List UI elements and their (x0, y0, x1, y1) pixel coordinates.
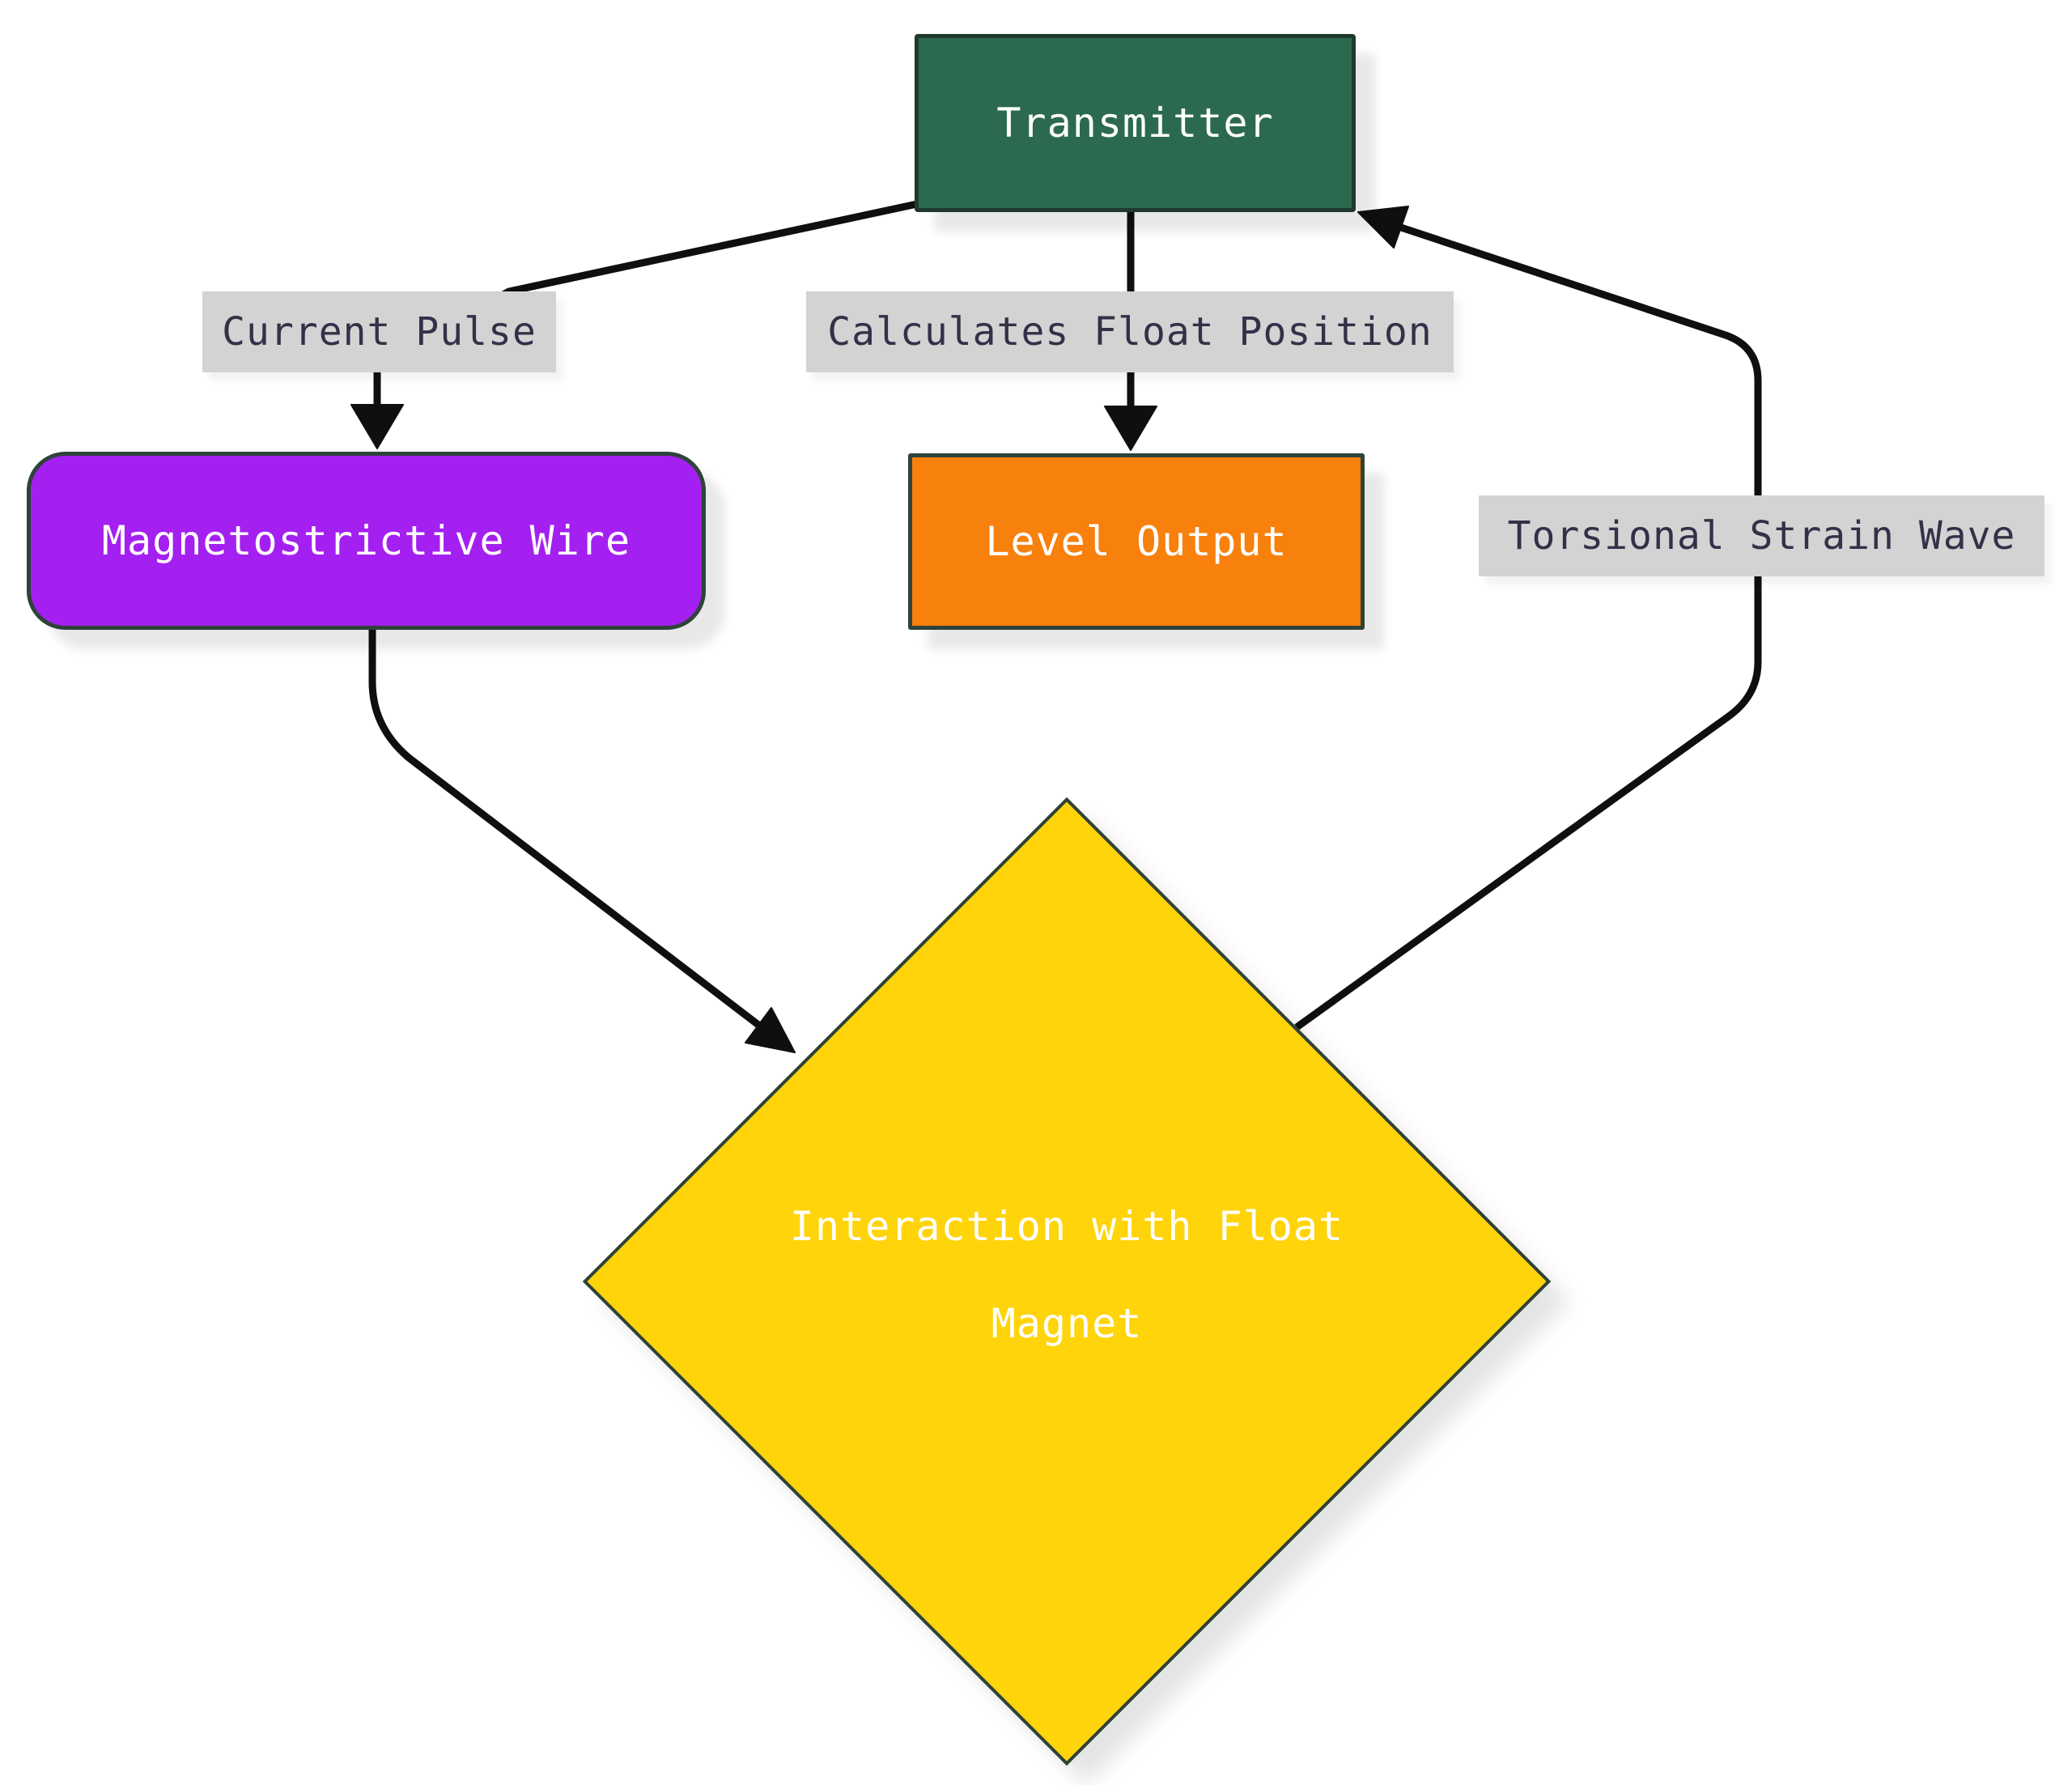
edge-label-current-pulse-text: Current Pulse (222, 309, 537, 355)
node-transmitter-label: Transmitter (996, 100, 1274, 147)
node-level-output-label: Level Output (985, 518, 1288, 565)
diamond-label-text: Interaction with Float Magnet (789, 1203, 1344, 1347)
node-interaction-float-magnet-label: Interaction with Float Magnet (759, 1178, 1374, 1372)
edge-label-calculates-float-position: Calculates Float Position (806, 291, 1454, 372)
node-level-output: Level Output (908, 453, 1365, 630)
arrowhead-diagonal-icon (745, 1007, 796, 1053)
node-magnetostrictive-wire-label: Magnetostrictive Wire (101, 517, 631, 564)
edge-label-calculates-float-position-text: Calculates Float Position (827, 309, 1433, 355)
edge-label-current-pulse: Current Pulse (202, 291, 556, 372)
edge-label-torsional-strain-wave: Torsional Strain Wave (1479, 495, 2044, 576)
arrowhead-down-icon (350, 404, 404, 449)
arrowhead-down-icon (1104, 406, 1157, 451)
node-magnetostrictive-wire: Magnetostrictive Wire (27, 452, 706, 630)
edge-label-torsional-strain-wave-text: Torsional Strain Wave (1507, 513, 2016, 559)
arrowhead-up-left-icon (1357, 206, 1409, 249)
edge-wire-to-interaction (368, 622, 761, 1028)
node-transmitter: Transmitter (915, 34, 1356, 212)
